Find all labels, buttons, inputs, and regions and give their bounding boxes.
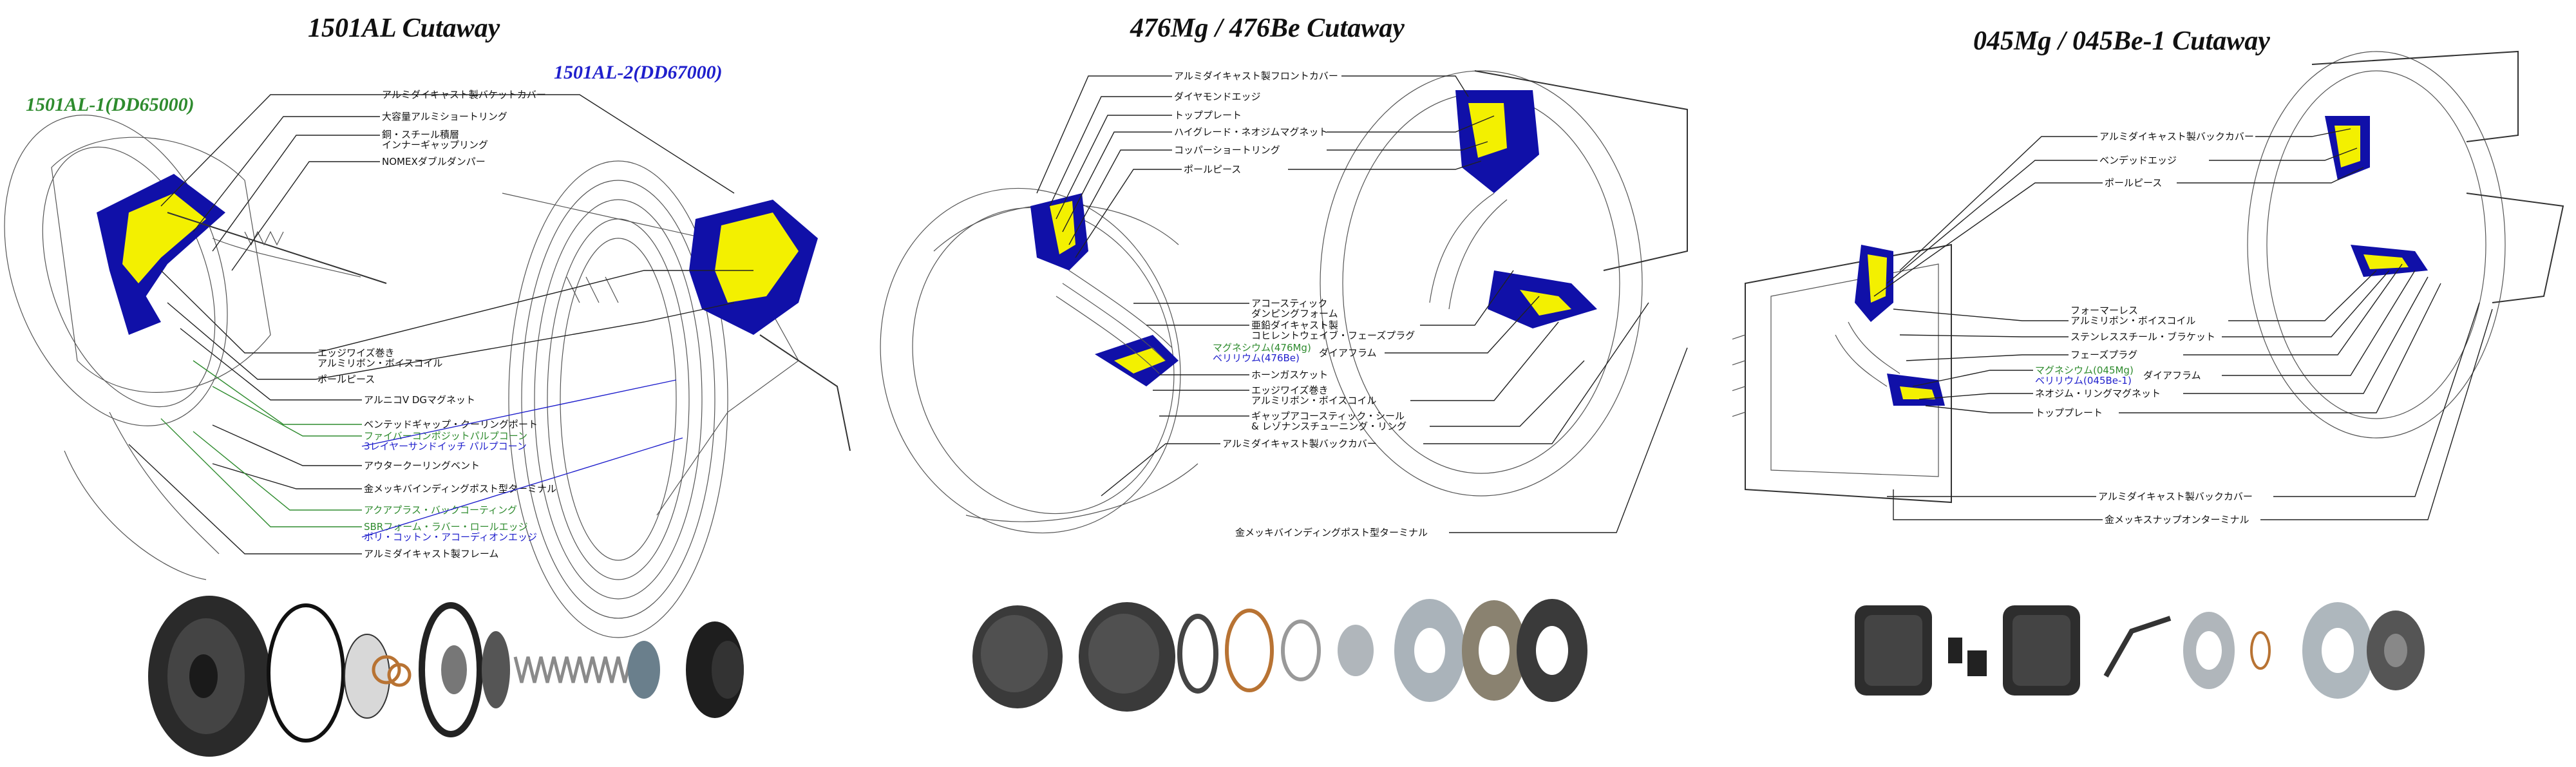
callout-label: ポールピース [2105,177,2162,189]
callout-label: アルミリボン・ボイスコイル [2070,315,2195,327]
cutaway-drawing [1732,50,2564,504]
callout-label: ネオジム・リングマグネット [2035,388,2161,399]
callout-label: フェーズプラグ [2070,349,2137,361]
panel-title: 1501AL Cutaway [308,14,500,43]
callout-label: インナーギャップリング [382,139,488,151]
callout-label-green: マグネシウム(476Mg) [1213,342,1311,354]
callout-label: トッププレート [2035,407,2103,419]
callout-label: 大容量アルミショートリング [382,111,507,122]
callout-label: アルミダイキャスト製バックカバー [1222,438,1377,450]
callout-label: アルミリボン・ボイスコイル [317,357,442,369]
callout-label: アルミダイキャスト製フレーム [364,548,498,560]
driver-exploded-view-icon [972,599,1587,712]
callout-label: ギャップアコースティック・シール [1251,410,1405,422]
callout-label: アコースティック [1251,298,1327,309]
callout-label: NOMEXダブルダンパー [382,156,486,167]
callout-label: ポールピース [317,374,375,385]
callout-label: エッジワイズ巻き [1251,384,1329,396]
callout-label: ステンレススチール・ブラケット [2070,331,2215,343]
callout-label: 亜鉛ダイキャスト製 [1251,319,1338,331]
compression-driver-cutaway-icon: アルミダイキャスト製フロントカバー ダイヤモンドエッジ トッププレート ハイグレ… [880,70,1688,712]
callout-label: アルミダイキャスト製フロントカバー [1174,70,1338,82]
panel-1501al: 1501AL Cutaway 1501AL-1(DD65000) 1501AL-… [0,0,876,767]
callout-label: トッププレート [1174,109,1242,121]
cutaway-drawing [880,70,1688,534]
woofer-exploded-view-icon [148,596,744,757]
callout-label: & レゾナンスチューニング・リング [1251,421,1406,432]
callout-label: 金メッキスナップオンターミナル [2105,514,2249,526]
callout-label: アルニコV DGマグネット [364,394,475,406]
variant-label-2: 1501AL-2(DD67000) [554,62,723,83]
callout-label: アルミダイキャスト製バックカバー [2098,491,2253,502]
callout-label: コッパーショートリング [1174,144,1280,156]
callout-label: アルミリボン・ボイスコイル [1251,395,1376,406]
panel-title: 476Mg / 476Be Cutaway [1130,14,1405,43]
callout-label-blue: 3レイヤーサンドイッチ パルプコーン [364,440,527,452]
callout-label: ダイヤモンドエッジ [1174,91,1261,102]
callout-label: ハイグレード・ネオジムマグネット [1174,126,1328,138]
callout-label: アルミダイキャスト製バックカバー [2099,131,2254,142]
callout-label-green: マグネシウム(045Mg) [2035,365,2134,376]
callout-label: ベンデッドエッジ [2099,155,2177,166]
callout-label: 銅・スチール積層 [382,129,459,140]
callout-label: ポールピース [1184,164,1241,175]
callout-label: アウタークーリングベント [364,460,480,471]
callout-label-blue: ベリリウム(476Be) [1213,352,1300,364]
leader-lines [128,94,753,554]
callout-label-blue: ベリリウム(045Be-1) [2035,375,2132,386]
speaker-cutaway-icon: アルミダイキャスト製バケットカバー 大容量アルミショートリング 銅・スチール積層… [4,89,851,757]
variant-label-1: 1501AL-1(DD65000) [26,94,194,115]
cutaway-drawing-right [502,160,851,638]
tweeter-exploded-view-icon [1855,602,2425,699]
callout-label: コヒレントウェイブ・フェーズプラグ [1251,330,1415,341]
leader-lines [1036,75,1688,533]
callout-label: 金メッキバインディングポスト型ターミナル [1235,527,1428,538]
callout-label: エッジワイズ巻き [317,347,395,359]
panel-045: 045Mg / 045Be-1 Cutaway アルミダイキャスト製バックカバー… [1732,0,2576,767]
callout-label: 金メッキバインディングポスト型ターミナル [364,483,556,495]
callout-label: ダイアフラム [2143,370,2201,381]
leader-lines [1873,128,2493,520]
panel-title: 045Mg / 045Be-1 Cutaway [1973,26,2270,56]
callout-label: ホーンガスケット [1251,369,1328,381]
callout-label: ダイアフラム [1319,347,1377,359]
callout-label-blue: ポリ・コットン・アコーディオンエッジ [364,531,537,543]
callout-label-green: アクアプラス・バックコーティング [364,504,517,516]
callout-label: ダンピングフォーム [1251,308,1338,319]
tweeter-cutaway-icon: アルミダイキャスト製バックカバー ベンデッドエッジ ポールピース フォーマーレス… [1732,50,2564,699]
callout-label: フォーマーレス [2070,305,2138,316]
callout-label-green: ファイバーコンポジットパルプコーン [364,430,527,442]
callout-label: ベンテッドギャップ・クーリングポート [364,419,538,430]
cutaway-drawing-left [4,115,387,580]
panel-476: 476Mg / 476Be Cutaway アルミダイキャスト製フロン [876,0,1732,767]
